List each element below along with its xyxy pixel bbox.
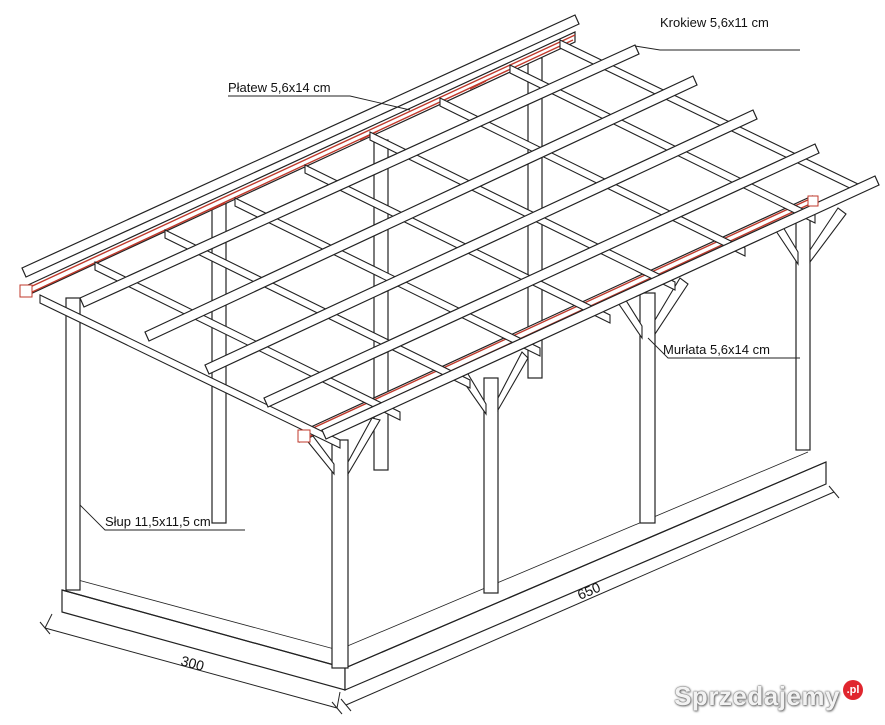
watermark: Sprzedajemy .pl bbox=[674, 679, 863, 712]
dimension-lines bbox=[39, 485, 840, 715]
watermark-text: Sprzedajemy bbox=[674, 681, 840, 711]
roof-battens bbox=[39, 39, 861, 449]
watermark-badge: .pl bbox=[843, 679, 863, 700]
label-wall-plate: Murłata 5,6x14 cm bbox=[663, 342, 770, 357]
label-purlin: Płatew 5,6x14 cm bbox=[228, 80, 331, 95]
label-post: Słup 11,5x11,5 cm bbox=[105, 514, 211, 529]
leader-lines bbox=[79, 45, 800, 531]
bolt-marks bbox=[19, 195, 819, 443]
roof-rafters bbox=[21, 14, 880, 440]
floor-slab bbox=[61, 451, 827, 691]
front-posts bbox=[65, 217, 811, 669]
dimension-width: 300 bbox=[179, 652, 206, 674]
label-rafter: Krokiew 5,6x11 cm bbox=[660, 15, 769, 30]
